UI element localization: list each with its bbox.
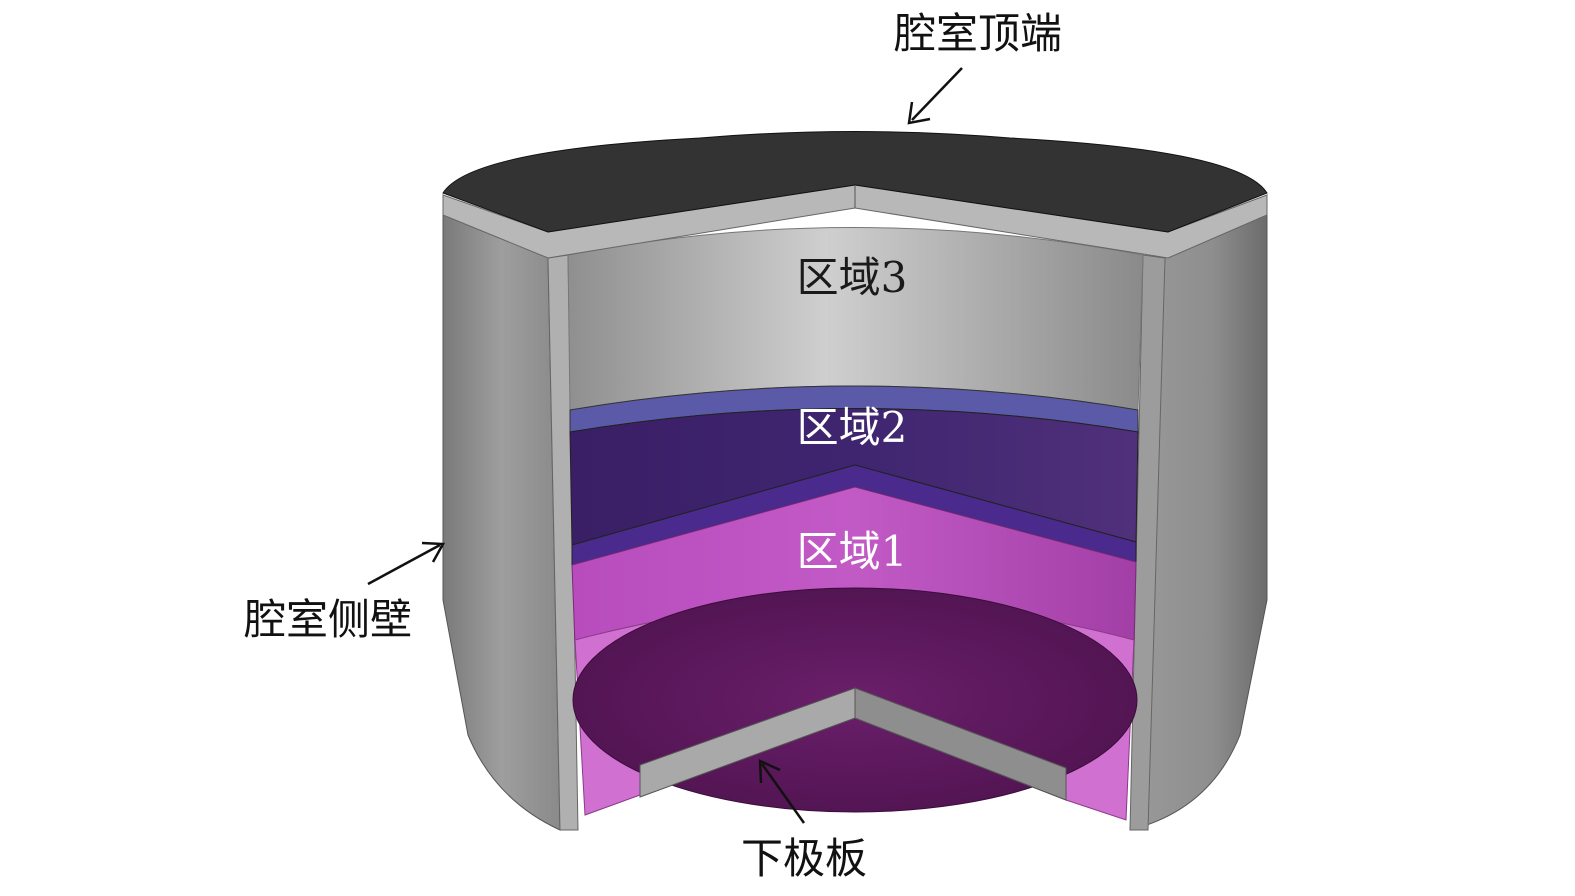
arrow-to-bottom — [758, 759, 806, 824]
region-3-label: 区域3 — [797, 253, 908, 302]
lower-electrode-slab-shadow — [854, 687, 1067, 801]
arrow-to-side — [367, 541, 446, 586]
chamber-side-label: 腔室侧壁 — [244, 595, 412, 644]
region-2 — [569, 408, 1139, 546]
chamber-top-cap — [442, 131, 1268, 233]
region-2-label: 区域2 — [797, 403, 908, 452]
inner-wall-right-edge — [1129, 254, 1166, 831]
chamber-wall-left — [442, 194, 561, 831]
lower-electrode-label: 下极板 — [741, 834, 867, 883]
region-1-label: 区域1 — [797, 527, 908, 576]
chamber-top-label: 腔室顶端 — [894, 9, 1062, 58]
arrow-to-top — [907, 67, 963, 125]
